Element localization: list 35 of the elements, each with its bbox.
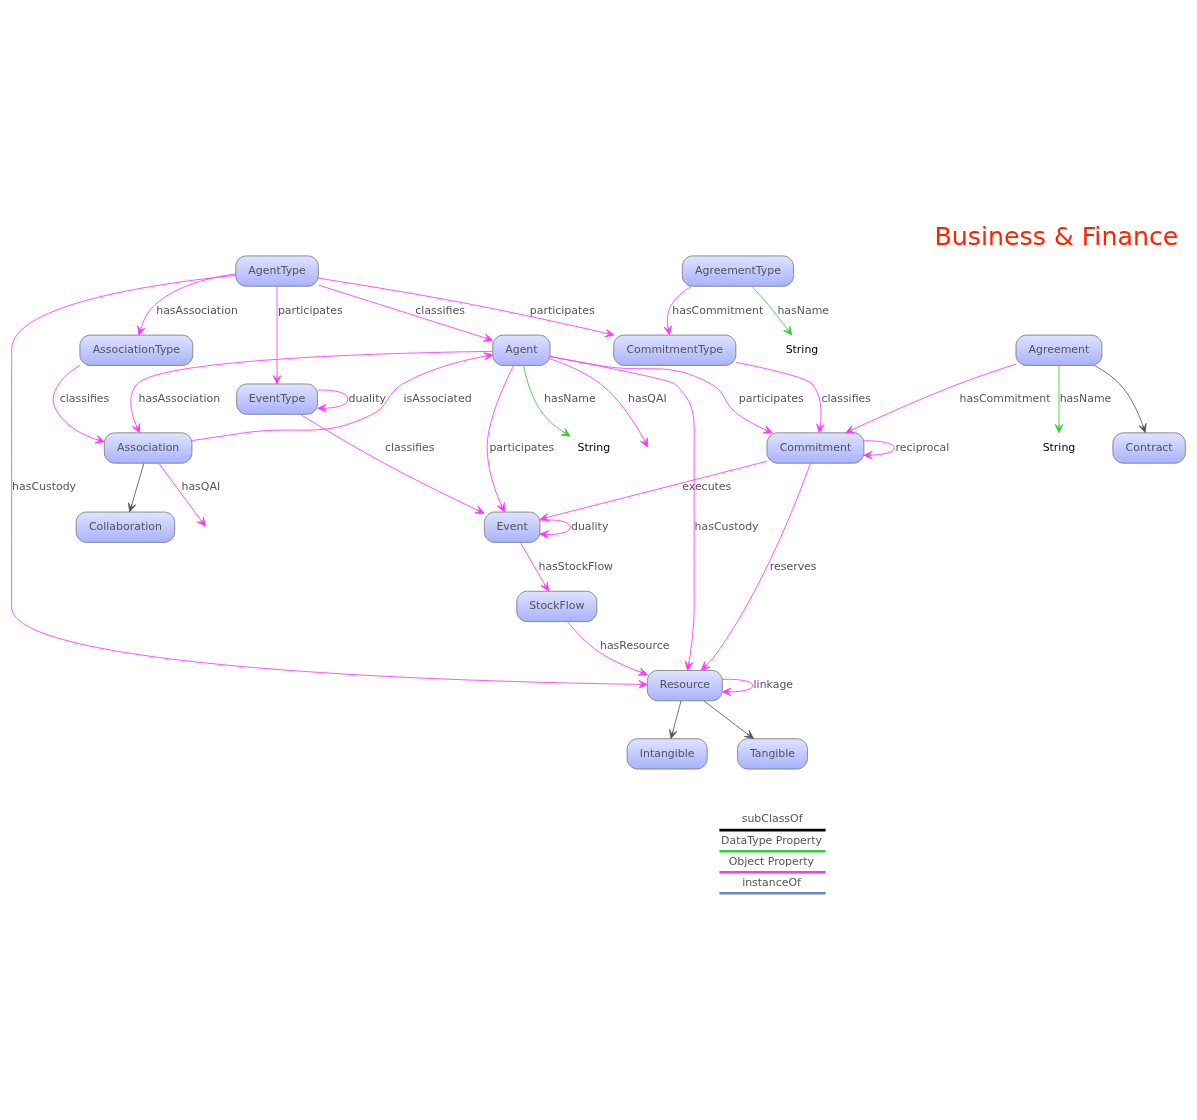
edge-label: isAssociated xyxy=(403,391,472,405)
edge-label: hasCustody xyxy=(694,519,759,533)
edge-label: hasName xyxy=(777,303,830,317)
edge-label: reserves xyxy=(769,559,817,573)
edge-label: hasCommitment xyxy=(672,303,764,317)
edge-label: participates xyxy=(489,440,555,454)
edge-label: duality xyxy=(348,391,386,405)
diagram-title: Business & Finance xyxy=(934,221,1179,251)
edge-label: hasName xyxy=(1059,391,1112,405)
edge-label: hasCommitment xyxy=(959,391,1051,405)
edge-label: hasCustody xyxy=(12,479,77,493)
edge-label: participates xyxy=(277,303,343,317)
legend-label: DataType Property xyxy=(721,833,823,847)
edge-label: classifies xyxy=(385,440,435,454)
edge-label: duality xyxy=(570,519,609,533)
edge-label: participates xyxy=(529,303,595,317)
node-text: String xyxy=(577,440,611,454)
edge-label: hasAssociation xyxy=(138,391,221,405)
edge-label: hasQAI xyxy=(181,479,221,493)
edge-label: hasResource xyxy=(599,638,670,652)
legend-label: Object Property xyxy=(728,854,815,868)
edge-label: hasStockFlow xyxy=(538,559,614,573)
edge-label: reciprocal xyxy=(895,440,950,454)
node-text: String xyxy=(1042,440,1076,454)
legend-label: subClassOf xyxy=(741,811,803,825)
edge-label: classifies xyxy=(415,303,465,317)
edge-label: hasQAI xyxy=(628,391,667,405)
edge-label: hasAssociation xyxy=(156,303,238,317)
edge-label: hasName xyxy=(544,391,596,405)
edge-label: classifies xyxy=(59,391,110,405)
node-text: String xyxy=(785,342,819,356)
edge-label: participates xyxy=(738,391,804,405)
edge-label: classifies xyxy=(821,391,871,405)
edge-label: linkage xyxy=(753,677,794,691)
legend-label: instanceOf xyxy=(742,875,801,889)
